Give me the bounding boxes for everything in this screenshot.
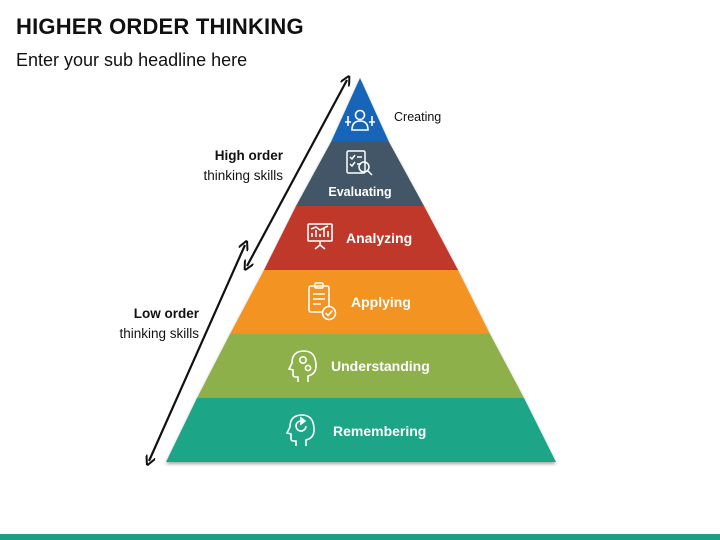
head-refresh-icon: [285, 414, 315, 446]
high-order-arrow: [247, 80, 347, 266]
tier-remembering-label: Remembering: [333, 423, 426, 439]
page-title: HIGHER ORDER THINKING: [16, 14, 304, 39]
chart-presentation-icon: [307, 223, 333, 250]
tier-applying-label: Applying: [351, 294, 411, 310]
tier-evaluating: [296, 142, 424, 206]
page-subtitle: Enter your sub headline here: [16, 50, 248, 70]
tier-analyzing-label: Analyzing: [346, 230, 412, 246]
tier-remembering: [166, 398, 556, 462]
clipboard-check-icon: [308, 282, 337, 321]
checklist-magnifier-icon: [346, 150, 373, 176]
tier-understanding: [197, 334, 524, 398]
tier-creating-label: Creating: [394, 110, 441, 124]
head-gears-icon: [287, 350, 317, 382]
creator-person-icon: [345, 109, 375, 131]
tier-analyzing: [264, 206, 458, 270]
footer-accent-bar: [0, 534, 720, 540]
low-order-arrow: [149, 245, 245, 461]
tier-understanding-label: Understanding: [331, 358, 430, 374]
tier-evaluating-label: Evaluating: [328, 185, 391, 199]
tier-applying: [230, 270, 490, 334]
